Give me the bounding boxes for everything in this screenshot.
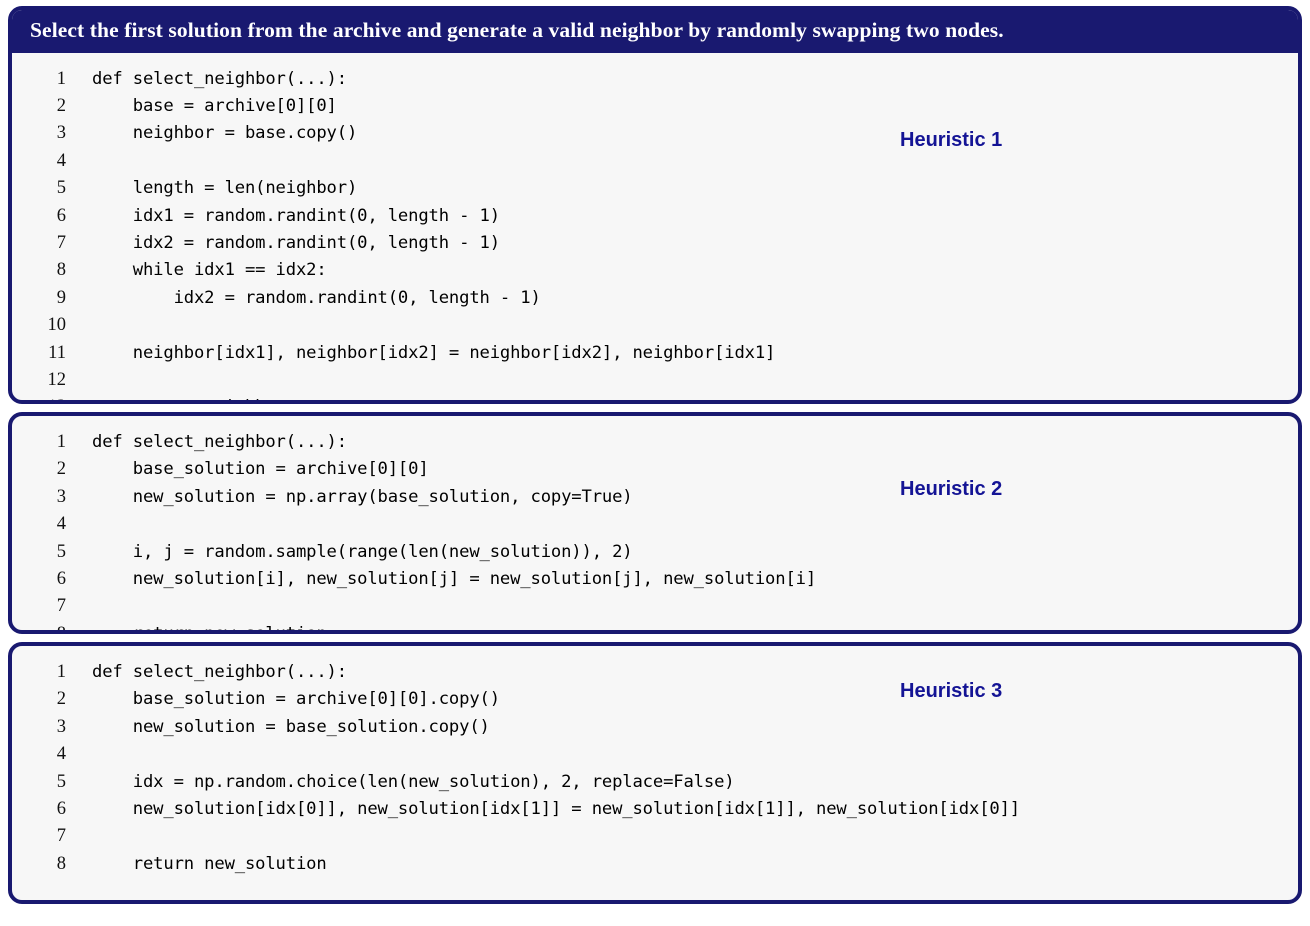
line-code: base_solution = archive[0][0] [92, 459, 429, 480]
code-line: 8 return new_solution [12, 623, 1298, 634]
line-number: 2 [56, 96, 66, 117]
line-code: neighbor[idx1], neighbor[idx2] = neighbo… [92, 342, 776, 363]
code-line: 6 new_solution[idx[0]], new_solution[idx… [12, 799, 1298, 826]
line-number: 2 [56, 689, 66, 710]
code-line: 6 new_solution[i], new_solution[j] = new… [12, 569, 1298, 596]
code-line: 3 neighbor = base.copy() [12, 123, 1298, 150]
line-number: 5 [56, 178, 66, 199]
line-number: 7 [56, 826, 66, 847]
code-line: 7 idx2 = random.randint(0, length - 1) [12, 233, 1298, 260]
code-line: 10 [12, 315, 1298, 342]
line-code: idx2 = random.randint(0, length - 1) [92, 232, 500, 253]
code-line: 8 while idx1 == idx2: [12, 260, 1298, 287]
code-line: 12 [12, 370, 1298, 397]
heuristic-label-3: Heuristic 3 [900, 680, 1003, 702]
line-number: 4 [56, 514, 66, 535]
line-code: neighbor = base.copy() [92, 123, 358, 144]
code-line: 4 [12, 514, 1298, 541]
code-line: 1 def select_neighbor(...): [12, 432, 1298, 459]
line-code: base_solution = archive[0][0].copy() [92, 689, 500, 710]
heuristic-label-1: Heuristic 1 [900, 128, 1003, 151]
line-code: return neighbor [66, 397, 286, 400]
line-number: 4 [56, 150, 66, 171]
code-line: 5 i, j = random.sample(range(len(new_sol… [12, 542, 1298, 569]
line-number: 1 [56, 662, 66, 682]
code-line: 2 base_solution = archive[0][0].copy() [12, 689, 1298, 716]
code-block-3: Heuristic 3 1 def select_neighbor(...): … [12, 646, 1298, 895]
line-number: 12 [47, 369, 67, 390]
heuristic-label-2: Heuristic 2 [900, 478, 1003, 500]
code-line: 3 new_solution = np.array(base_solution,… [12, 487, 1298, 514]
line-code: def select_neighbor(...): [92, 68, 347, 89]
line-number: 6 [56, 568, 66, 589]
heuristic-panel-2: Heuristic 2 1 def select_neighbor(...): … [8, 412, 1302, 634]
code-line: 11 neighbor[idx1], neighbor[idx2] = neig… [12, 343, 1298, 370]
line-number: 5 [56, 541, 66, 562]
code-line: 4 [12, 744, 1298, 771]
code-line: 7 [12, 596, 1298, 623]
line-number: 9 [56, 287, 66, 308]
line-code: new_solution[idx[0]], new_solution[idx[1… [92, 798, 1020, 819]
line-number: 3 [56, 716, 66, 737]
code-line: 5 length = len(neighbor) [12, 178, 1298, 205]
line-number: 3 [56, 123, 66, 144]
code-line: 8 return new_solution [12, 854, 1298, 881]
line-code: return new_solution [92, 623, 327, 634]
code-line: 13 return neighbor [12, 397, 1298, 400]
line-number: 13 [12, 397, 67, 400]
figure-title: Select the first solution from the archi… [12, 10, 1298, 53]
line-code: while idx1 == idx2: [92, 260, 327, 281]
line-code: length = len(neighbor) [92, 178, 358, 199]
line-number: 11 [48, 342, 66, 363]
line-number: 8 [56, 260, 66, 281]
line-number: 8 [56, 853, 66, 874]
code-line: 4 [12, 151, 1298, 178]
line-code: idx2 = random.randint(0, length - 1) [92, 287, 541, 308]
line-code: return new_solution [92, 853, 327, 874]
line-number: 10 [47, 315, 67, 336]
line-number: 7 [56, 232, 66, 253]
line-code: base = archive[0][0] [92, 96, 337, 117]
code-line: 1 def select_neighbor(...): [12, 662, 1298, 689]
heuristic-panel-1: Select the first solution from the archi… [8, 6, 1302, 404]
code-line: 5 idx = np.random.choice(len(new_solutio… [12, 772, 1298, 799]
line-number: 2 [56, 459, 66, 480]
line-number: 7 [56, 596, 66, 617]
line-number: 5 [56, 771, 66, 792]
line-code: def select_neighbor(...): [92, 662, 347, 682]
code-line: 1 def select_neighbor(...): [12, 69, 1298, 96]
line-number: 6 [56, 798, 66, 819]
line-number: 4 [56, 744, 66, 765]
line-number: 1 [56, 432, 66, 452]
line-code: idx = np.random.choice(len(new_solution)… [92, 771, 735, 792]
code-line: 3 new_solution = base_solution.copy() [12, 717, 1298, 744]
line-number: 8 [56, 623, 66, 634]
line-number: 1 [56, 68, 66, 89]
line-code: new_solution = base_solution.copy() [92, 716, 490, 737]
code-block-1: Heuristic 1 1 def select_neighbor(...): … [12, 53, 1298, 400]
line-number: 3 [56, 486, 66, 507]
line-code: i, j = random.sample(range(len(new_solut… [92, 541, 633, 562]
line-code: idx1 = random.randint(0, length - 1) [92, 205, 500, 226]
code-line: 6 idx1 = random.randint(0, length - 1) [12, 206, 1298, 233]
line-code: def select_neighbor(...): [92, 432, 347, 452]
line-code: new_solution[i], new_solution[j] = new_s… [92, 568, 817, 589]
code-line: 2 base = archive[0][0] [12, 96, 1298, 123]
code-block-2: Heuristic 2 1 def select_neighbor(...): … [12, 416, 1298, 634]
code-line: 2 base_solution = archive[0][0] [12, 459, 1298, 486]
code-line: 7 [12, 826, 1298, 853]
line-number: 6 [56, 205, 66, 226]
code-line: 9 idx2 = random.randint(0, length - 1) [12, 288, 1298, 315]
heuristic-panel-3: Heuristic 3 1 def select_neighbor(...): … [8, 642, 1302, 904]
line-code: new_solution = np.array(base_solution, c… [92, 486, 633, 507]
